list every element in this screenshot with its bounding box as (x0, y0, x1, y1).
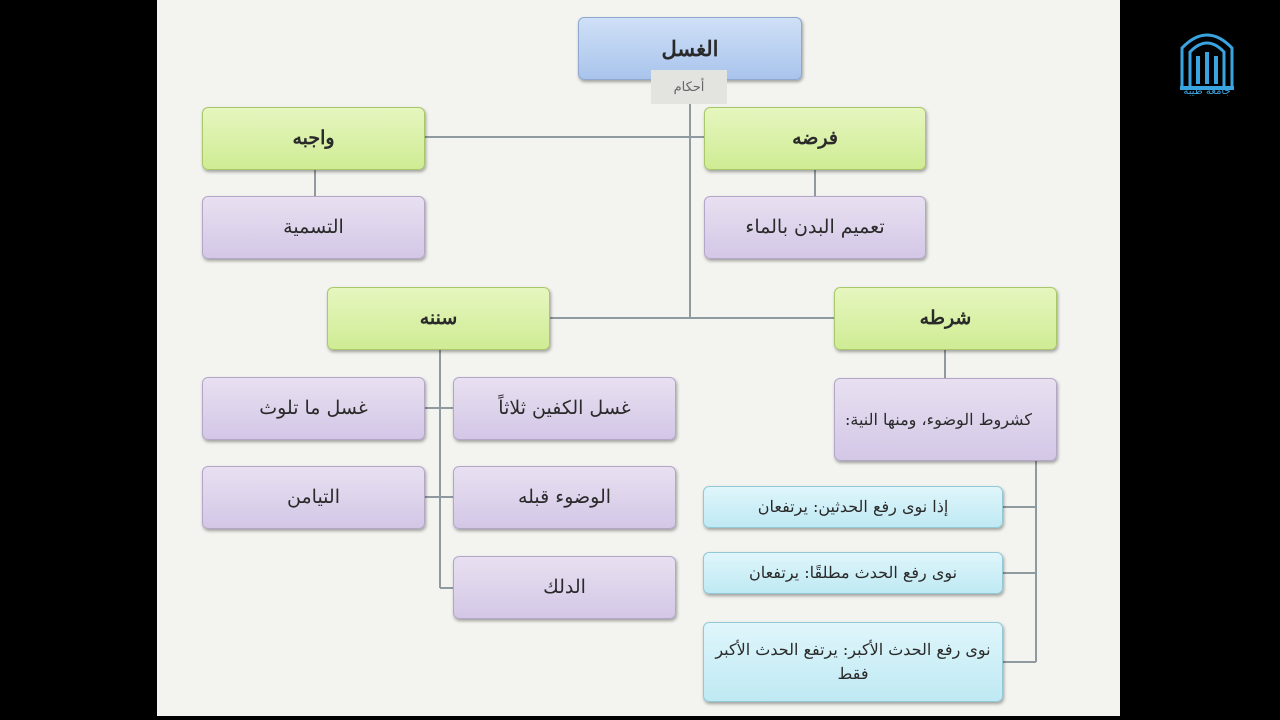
shart-case-1: إذا نوى رفع الحدثين: يرتفعان (703, 486, 1003, 528)
sunan-item-5: الدلك (453, 556, 676, 619)
sunan-item-4: التيامن (202, 466, 425, 529)
university-logo-text: جامعة طيبة (1183, 86, 1231, 97)
wajib-child: التسمية (202, 196, 425, 259)
fard-child: تعميم البدن بالماء (704, 196, 926, 259)
university-logo-icon (1180, 33, 1234, 90)
root-tag: أحكام (651, 70, 727, 104)
shart-node: شرطه (834, 287, 1057, 350)
sunan-item-2: غسل ما تلوث (202, 377, 425, 440)
sunan-node: سننه (327, 287, 550, 350)
root-node: الغسل (578, 17, 802, 80)
fard-node: فرضه (704, 107, 926, 170)
sunan-item-3: الوضوء قبله (453, 466, 676, 529)
slide: الغسل أحكام فرضه تعميم البدن بالماء واجب… (157, 0, 1120, 716)
connector-lines (314, 104, 1037, 663)
sunan-item-1: غسل الكفين ثلاثاً (453, 377, 676, 440)
shart-case-3: نوى رفع الحدث الأكبر: يرتفع الحدث الأكبر… (703, 622, 1003, 702)
shart-child: كشروط الوضوء، ومنها النية: (834, 378, 1057, 461)
shart-case-2: نوى رفع الحدث مطلقًا: يرتفعان (703, 552, 1003, 594)
wajib-node: واجبه (202, 107, 425, 170)
